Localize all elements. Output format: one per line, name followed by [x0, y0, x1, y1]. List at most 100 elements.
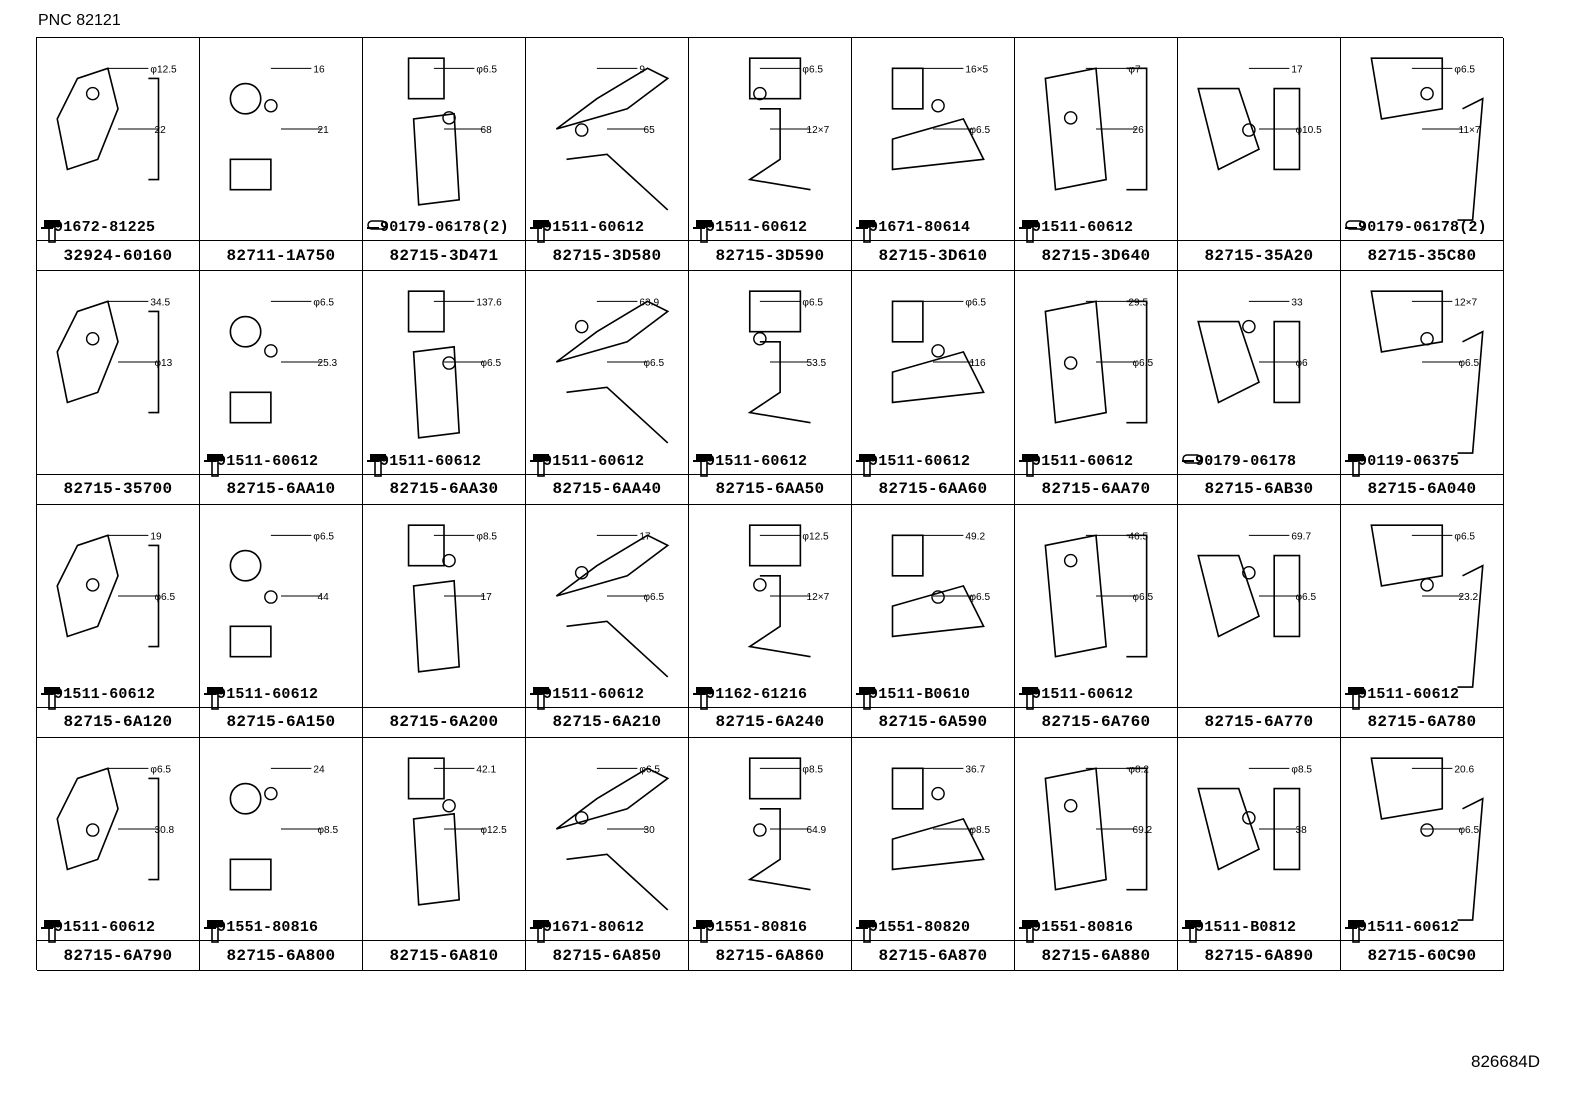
part-number[interactable]: 82715-6A880 — [1015, 940, 1177, 970]
part-number[interactable]: 82715-6A210 — [526, 706, 688, 737]
bolt-icon — [207, 920, 223, 943]
part-number[interactable]: 82715-6A120 — [37, 706, 199, 737]
part-number[interactable]: 82715-3D610 — [852, 240, 1014, 270]
fastener-callout: 91511-B0610 — [856, 686, 970, 710]
part-number[interactable]: 82715-6A870 — [852, 940, 1014, 970]
part-number[interactable]: 82715-6A200 — [363, 706, 525, 737]
part-number[interactable]: 82715-6A150 — [200, 706, 362, 737]
fastener-number: 91511-60612 — [543, 219, 645, 237]
bracket-outline — [891, 300, 985, 404]
bracket-outline — [1044, 767, 1148, 891]
part-number[interactable]: 82715-6AA10 — [200, 473, 362, 504]
part-number[interactable]: 82715-60C90 — [1341, 940, 1503, 970]
mounting-hole — [931, 98, 945, 113]
bolt-icon — [696, 220, 712, 244]
part-number[interactable]: 82715-6AA30 — [363, 473, 525, 504]
part-number[interactable]: 82715-6A590 — [852, 706, 1014, 737]
part-number[interactable]: 82715-35C80 — [1341, 240, 1503, 270]
part-number[interactable]: 82715-6A770 — [1178, 706, 1340, 737]
dimension-label: φ6 — [1295, 358, 1308, 369]
bolt-icon — [859, 453, 875, 477]
part-number[interactable]: 82715-3D640 — [1015, 240, 1177, 270]
part-number[interactable]: 82715-6A040 — [1341, 473, 1503, 504]
part-number[interactable]: 82715-6AA40 — [526, 473, 688, 504]
fastener-number: 91511-60612 — [706, 219, 808, 237]
part-number[interactable]: 82715-3D580 — [526, 240, 688, 270]
part-number[interactable]: 82715-6A810 — [363, 940, 525, 970]
part-number[interactable]: 82715-6A800 — [200, 940, 362, 970]
part-number[interactable]: 82715-6A760 — [1015, 706, 1177, 737]
dimension-label: φ6.5 — [476, 64, 497, 75]
leader-line — [1345, 226, 1357, 229]
part-number[interactable]: 82715-35A20 — [1178, 240, 1340, 270]
mounting-hole — [574, 565, 589, 580]
part-number[interactable]: 82715-6A860 — [689, 940, 851, 970]
fastener-number: 90179-06178(2) — [380, 219, 509, 237]
part-number[interactable]: 82715-6A780 — [1341, 706, 1503, 737]
part-number[interactable]: 82715-6A240 — [689, 706, 851, 737]
dimension-label: 25.3 — [317, 358, 337, 369]
fastener-callout: 91551-80816 — [1019, 919, 1133, 943]
part-number[interactable]: 82715-6AB30 — [1178, 473, 1340, 504]
part-number[interactable]: 32924-60160 — [37, 240, 199, 270]
dimension-label: 17 — [639, 531, 651, 542]
part-number[interactable]: 82715-6AA50 — [689, 473, 851, 504]
leader-line — [693, 226, 705, 229]
dimension-label: 26 — [1132, 125, 1144, 136]
bracket-illustration: 49.2φ6.5 — [891, 531, 990, 637]
part-number[interactable]: 82715-6A850 — [526, 940, 688, 970]
part-number[interactable]: 82715-3D590 — [689, 240, 851, 270]
part-number[interactable]: 82715-6AA60 — [852, 473, 1014, 504]
dimension-label: φ6.5 — [1458, 358, 1479, 369]
part-number[interactable]: 82715-6AA70 — [1015, 473, 1177, 504]
part-number[interactable]: 82715-6A890 — [1178, 940, 1340, 970]
part-number[interactable]: 82715-6A790 — [37, 940, 199, 970]
part-number[interactable]: 82715-35700 — [37, 473, 199, 504]
dimension-label: φ6.5 — [802, 298, 823, 309]
leader-line — [1019, 460, 1031, 462]
part-number[interactable]: 82715-3D471 — [363, 240, 525, 270]
part-number[interactable]: 82711-1A750 — [200, 240, 362, 270]
